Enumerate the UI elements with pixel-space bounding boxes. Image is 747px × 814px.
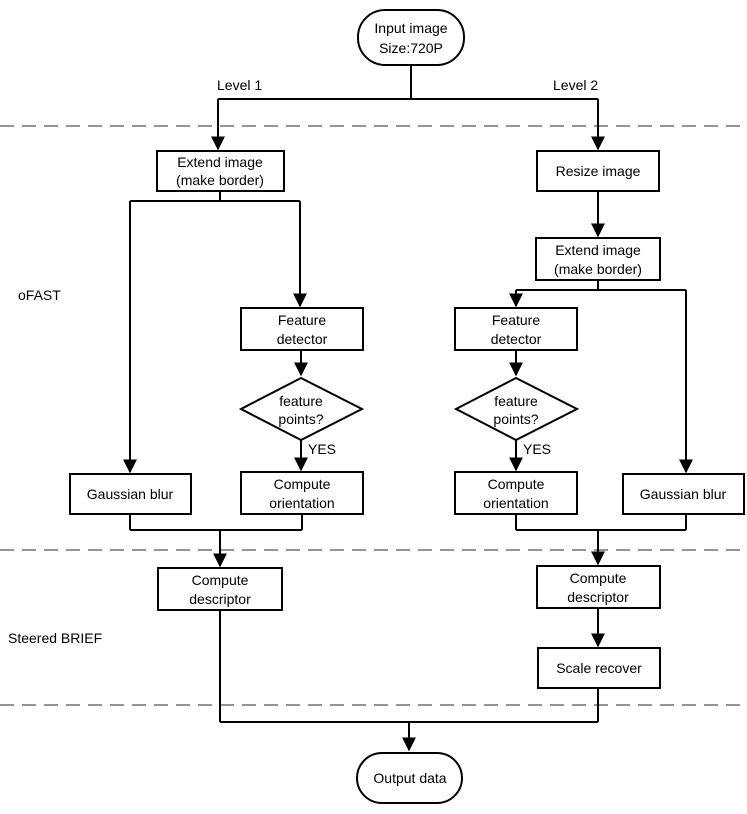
- extend-right-line1: Extend image: [555, 242, 641, 258]
- feature-right-line1: Feature: [492, 312, 540, 328]
- resize-label: Resize image: [556, 163, 641, 179]
- scale-recover-label: Scale recover: [556, 660, 642, 676]
- decision-right-node: feature points?: [453, 376, 580, 442]
- descriptor-right-line2: descriptor: [567, 589, 629, 605]
- compute-descriptor-left-node: Compute descriptor: [157, 567, 283, 611]
- level2-label: Level 2: [553, 77, 598, 93]
- scale-recover-node: Scale recover: [537, 647, 661, 689]
- feature-left-line2: detector: [277, 331, 328, 347]
- orientation-left-line2: orientation: [269, 495, 334, 511]
- extend-image-right-node: Extend image (make border): [535, 237, 661, 281]
- decision-right-line2: points?: [493, 411, 538, 427]
- orientation-right-line1: Compute: [488, 476, 545, 492]
- gaussian-right-label: Gaussian blur: [640, 486, 727, 502]
- extend-left-line2: (make border): [176, 172, 264, 188]
- decision-left-line2: points?: [278, 411, 323, 427]
- input-size-label: Size:720P: [379, 40, 443, 56]
- compute-orientation-left-node: Compute orientation: [240, 471, 364, 515]
- output-data-node: Output data: [356, 752, 463, 804]
- output-label: Output data: [373, 770, 446, 786]
- feature-right-line2: detector: [491, 331, 542, 347]
- feature-detector-left-node: Feature detector: [240, 307, 364, 351]
- feature-left-line1: Feature: [278, 312, 326, 328]
- input-image-node: Input image Size:720P: [357, 9, 465, 66]
- compute-orientation-right-node: Compute orientation: [454, 471, 578, 515]
- section-label-ofast: oFAST: [18, 287, 61, 303]
- orientation-left-line1: Compute: [274, 476, 331, 492]
- extend-left-line1: Extend image: [177, 154, 263, 170]
- section-label-steered-brief: Steered BRIEF: [8, 630, 102, 646]
- orientation-right-line2: orientation: [483, 495, 548, 511]
- yes-right-label: YES: [523, 441, 551, 457]
- decision-left-line1: feature: [279, 393, 323, 409]
- descriptor-left-line1: Compute: [192, 572, 249, 588]
- descriptor-right-line1: Compute: [570, 570, 627, 586]
- decision-left-node: feature points?: [238, 376, 365, 442]
- decision-right-line1: feature: [494, 393, 538, 409]
- resize-image-node: Resize image: [536, 150, 660, 192]
- descriptor-left-line2: descriptor: [189, 591, 251, 607]
- extend-right-line2: (make border): [554, 261, 642, 277]
- compute-descriptor-right-node: Compute descriptor: [536, 565, 661, 609]
- input-image-label: Input image: [374, 20, 447, 36]
- extend-image-left-node: Extend image (make border): [156, 150, 285, 192]
- gaussian-blur-left-node: Gaussian blur: [69, 473, 192, 515]
- level1-label: Level 1: [217, 77, 262, 93]
- yes-left-label: YES: [308, 441, 336, 457]
- gaussian-left-label: Gaussian blur: [87, 486, 174, 502]
- feature-detector-right-node: Feature detector: [454, 307, 578, 351]
- gaussian-blur-right-node: Gaussian blur: [622, 473, 745, 515]
